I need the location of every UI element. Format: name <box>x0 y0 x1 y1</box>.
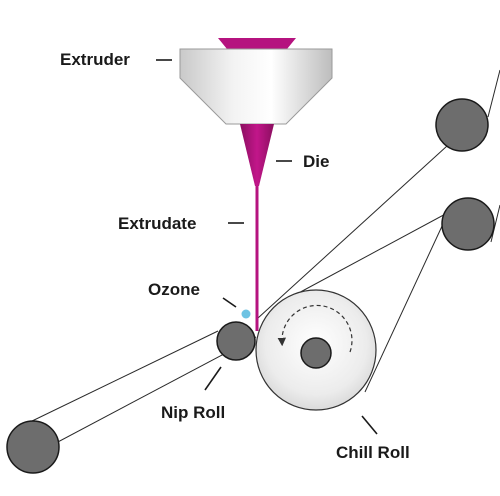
extruder-body <box>179 48 333 125</box>
web-bottom-left <box>29 330 219 423</box>
extruder-top-magenta <box>218 38 296 49</box>
web-chill-to-right-roll <box>364 223 444 393</box>
chill-roll <box>255 289 377 411</box>
label-nip-roll: Nip Roll <box>161 403 225 422</box>
web-right-roll-exit <box>490 204 500 243</box>
label-ozone: Ozone <box>148 280 200 299</box>
ozone-dot <box>241 309 251 319</box>
leader-chill-roll <box>361 415 378 435</box>
web-chill-to-upper-right <box>279 203 465 304</box>
idler-roll-bottom-left <box>6 420 60 474</box>
film-web <box>21 69 500 462</box>
label-die: Die <box>303 152 329 171</box>
die <box>240 124 274 186</box>
leader-nip-roll <box>204 366 222 391</box>
label-extruder: Extruder <box>60 50 130 69</box>
label-extrudate: Extrudate <box>118 214 196 233</box>
idler-roll-right <box>441 197 495 251</box>
web-top-roll-exit <box>487 69 500 118</box>
nip-roll <box>216 321 256 361</box>
label-chill-roll: Chill Roll <box>336 443 410 462</box>
extrudate-stream <box>255 186 259 331</box>
web-to-top-roll <box>257 145 448 319</box>
idler-roll-top-right <box>435 98 489 152</box>
leader-ozone <box>222 297 237 308</box>
rotation-arrow-icon <box>277 304 353 353</box>
chill-roll-hub <box>300 337 332 369</box>
web-upper-left <box>21 336 257 462</box>
